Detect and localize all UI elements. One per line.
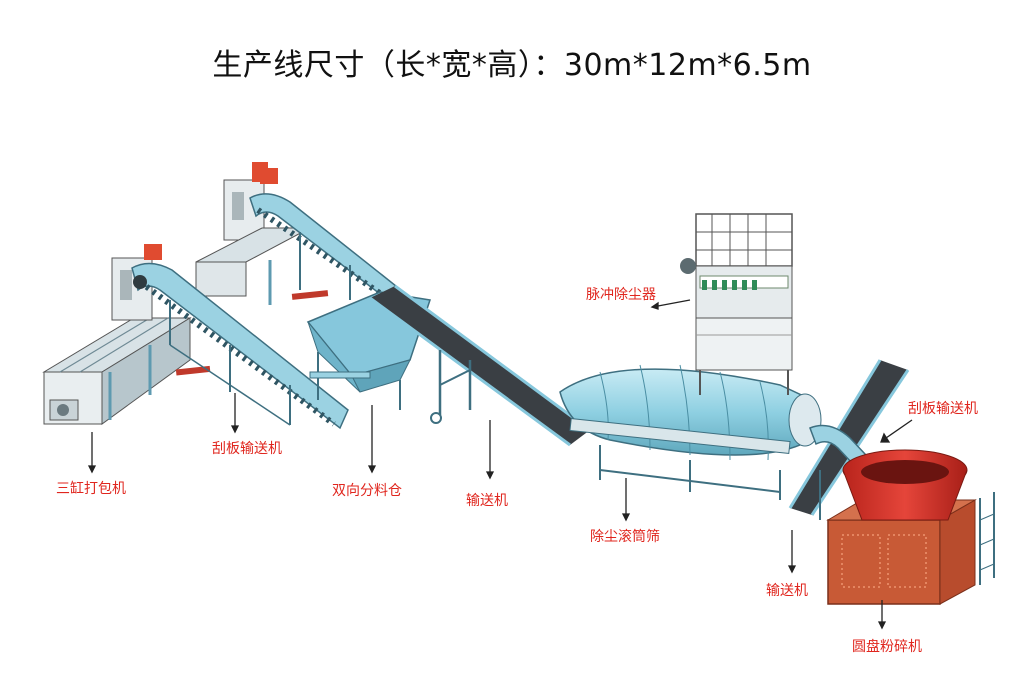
label-belt-conveyor-middle: 输送机 [466,493,508,509]
label-drum-screen: 除尘滚筒筛 [590,529,660,545]
baler-front [42,257,211,425]
label-scraper-conveyor-left: 刮板输送机 [212,441,282,457]
label-pointers [87,299,913,630]
label-belt-conveyor-right: 输送机 [766,583,808,599]
pulse-dust-collector [680,213,793,395]
disc-crusher [826,449,995,605]
label-disc-crusher: 圆盘粉碎机 [852,639,922,655]
dust-removal-drum-screen [559,364,822,500]
scraper-conveyor-back [249,168,397,302]
label-baler: 三缸打包机 [56,481,126,497]
belt-conveyor-middle [369,284,591,447]
label-scraper-conveyor-right: 刮板输送机 [908,401,978,417]
page-title: 生产线尺寸（长*宽*高）：30m*12m*6.5m [212,48,812,83]
label-two-way-bin: 双向分料仓 [332,483,402,499]
label-dust-collector: 脉冲除尘器 [586,287,656,303]
scraper-conveyor-left [131,244,349,430]
